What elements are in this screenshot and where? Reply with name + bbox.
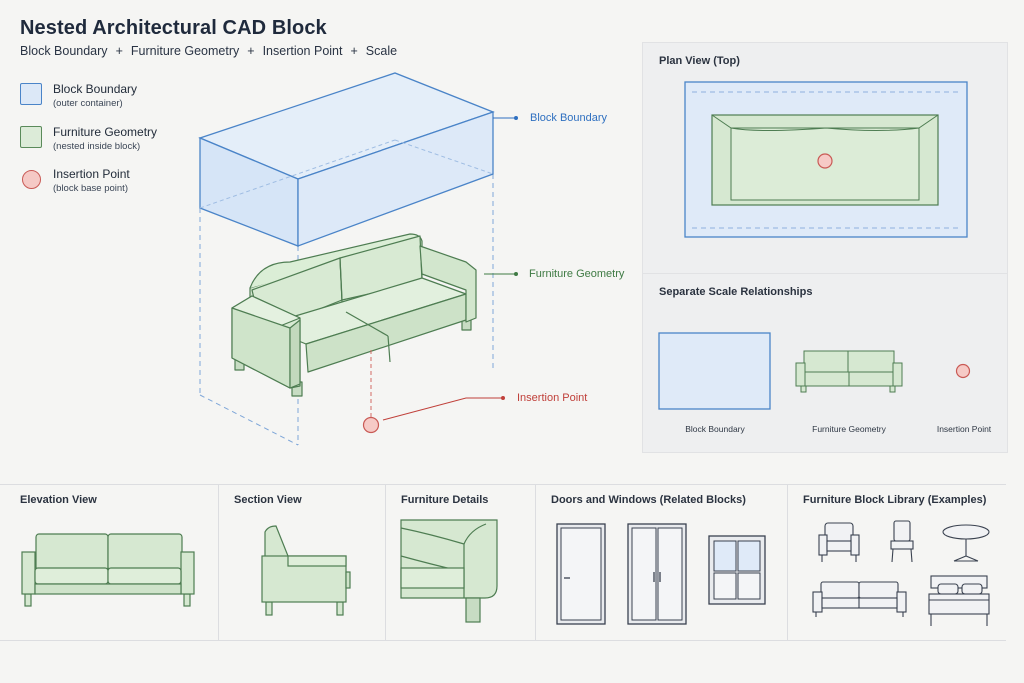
subtitle-part-block-boundary: Block Boundary [20, 44, 108, 58]
subtitle-part-insertion-point: Insertion Point [262, 44, 343, 58]
elevation-sofa [21, 533, 195, 607]
subtitle-separator: + [115, 44, 123, 58]
bottom-top-border [0, 484, 1006, 485]
legend-title-insertion-point: Insertion Point [53, 167, 130, 181]
callout-furniture-geometry: Furniture Geometry [529, 268, 625, 280]
scale-label-furniture-geometry: Furniture Geometry [812, 424, 886, 434]
insertion-point-marker [362, 416, 380, 434]
furniture-detail-drawing [400, 519, 498, 623]
legend-sub-furniture-geometry: (nested inside block) [53, 141, 141, 152]
bottom-divider [535, 484, 536, 640]
scale-drawings [658, 332, 971, 410]
scale-label-insertion-point: Insertion Point [936, 424, 992, 434]
armchair-icon [818, 522, 860, 562]
subtitle-separator: + [350, 44, 358, 58]
subtitle-part-furniture-geometry: Furniture Geometry [130, 44, 240, 58]
scale-label-block-boundary: Block Boundary [685, 424, 745, 434]
legend-swatch-insertion-point [22, 170, 41, 189]
legend-sub-insertion-point: (block base point) [53, 183, 128, 194]
double-door-icon [627, 523, 687, 625]
bottom-divider [218, 484, 219, 640]
doors-windows-title: Doors and Windows (Related Blocks) [551, 494, 746, 506]
furniture-library-icons [812, 520, 990, 626]
bed-icon [928, 575, 990, 626]
plan-view-drawing [684, 81, 968, 238]
bottom-bottom-border [0, 640, 1006, 641]
callout-leader-insertion-point [382, 397, 503, 421]
library-sofa-icon [812, 581, 907, 617]
round-table-icon [942, 524, 990, 562]
elevation-view-title: Elevation View [20, 494, 97, 506]
furniture-details-title: Furniture Details [401, 494, 489, 506]
legend-sub-block-boundary: (outer container) [53, 98, 123, 109]
bottom-divider [385, 484, 386, 640]
subtitle-part-scale: Scale [365, 44, 398, 58]
sofa-isometric [231, 233, 477, 397]
page-title: Nested Architectural CAD Block [20, 17, 327, 39]
scale-block-boundary [658, 332, 771, 410]
plan-insertion-point [817, 153, 833, 169]
legend-title-block-boundary: Block Boundary [53, 82, 138, 96]
chair-icon [890, 520, 914, 563]
plan-view-title: Plan View (Top) [659, 55, 740, 67]
scale-title: Separate Scale Relationships [659, 286, 813, 298]
legend-swatch-block-boundary [20, 83, 42, 105]
block-boundary-box [198, 72, 495, 247]
legend-title-furniture-geometry: Furniture Geometry [53, 125, 158, 139]
bottom-divider [787, 484, 788, 640]
callout-block-boundary: Block Boundary [530, 112, 608, 124]
subtitle-separator: + [247, 44, 255, 58]
window-icon [708, 535, 766, 605]
subtitle: Block Boundary + Furniture Geometry + Insert… [20, 44, 397, 58]
single-door-icon [556, 523, 606, 625]
callout-insertion-point: Insertion Point [517, 392, 588, 404]
furniture-library-title: Furniture Block Library (Examples) [803, 494, 987, 506]
section-chair [261, 525, 351, 616]
legend-swatch-furniture-geometry [20, 126, 42, 148]
scale-sofa [795, 350, 903, 393]
scale-insertion-point [955, 363, 971, 379]
section-view-title: Section View [234, 494, 302, 506]
